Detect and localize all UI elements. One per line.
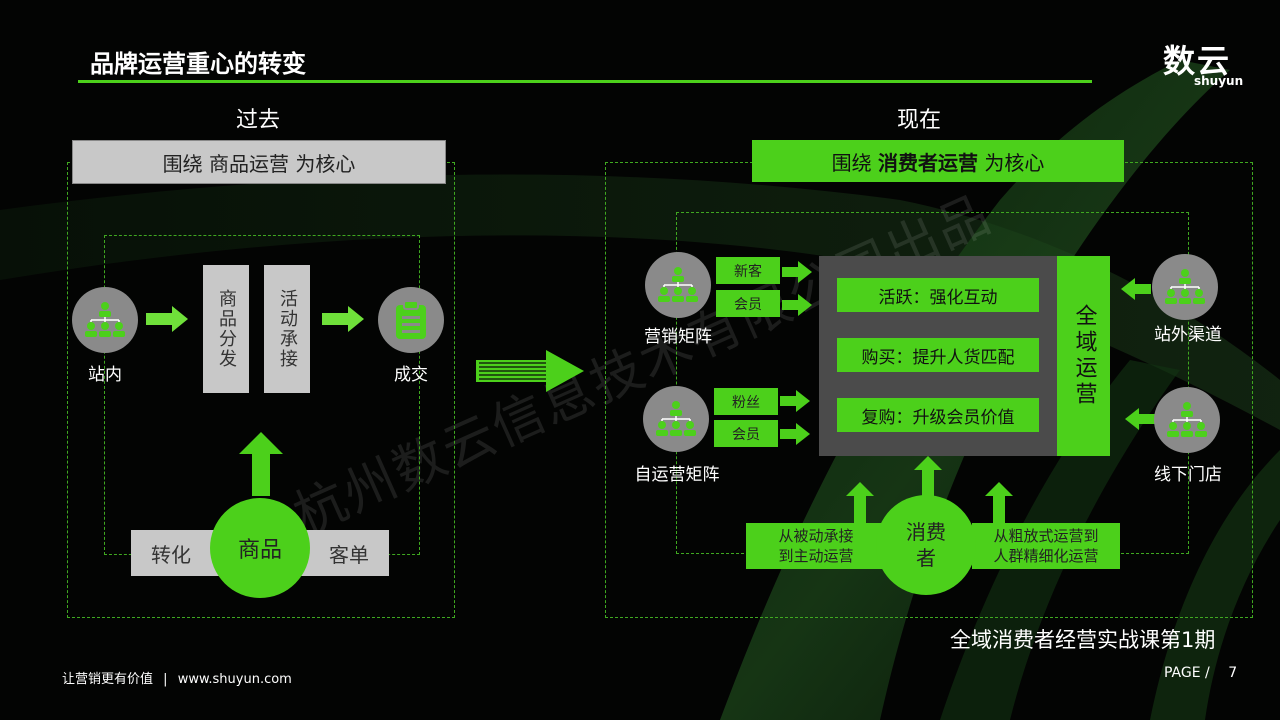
org-chart-icon [72,287,138,353]
clipboard-icon [378,287,444,353]
footer-separator: | [163,672,168,687]
offsite-channel-label: 站外渠道 [1154,325,1222,345]
title-underline [78,80,1092,83]
page-title: 品牌运营重心的转变 [90,50,306,78]
arrow-right-icon [782,294,812,316]
arrow-right-icon [782,261,812,283]
fans-tag: 粉丝 [714,388,778,415]
slogan-text: 让营销更有价值 [62,672,154,687]
past-heading: 过去 [236,108,281,133]
past-banner-bold: 商品运营 [209,151,289,176]
note-left-line1: 从被动承接 [778,527,854,545]
logo-subtext: shuyun [1194,74,1244,88]
arrow-up-icon [239,432,283,496]
arrow-left-icon [1121,278,1151,300]
logo-text: 数云 [1163,42,1232,80]
product-circle: 商品 [210,498,310,598]
core-item-purchase: 购买：提升人货匹配 [837,338,1039,372]
offline-store-label: 线下门店 [1154,465,1222,485]
page-indicator: PAGE / 7 [1164,665,1237,681]
marketing-matrix-label: 营销矩阵 [644,327,712,347]
now-banner-post: 为核心 [984,150,1045,175]
arrow-up-icon [914,456,942,500]
passive-to-active-note: 从被动承接到主动运营 [746,523,886,569]
org-chart-icon [1154,387,1220,453]
self-matrix-label: 自运营矩阵 [634,465,720,485]
activity-box: 活动承接 [264,265,310,393]
arrow-up-icon [846,482,874,524]
past-banner-pre: 围绕 [162,151,203,176]
org-chart-icon [1152,254,1218,320]
arrow-right-icon [780,390,810,412]
page-number: 7 [1228,665,1238,681]
conversion-label: 转化 [151,542,191,567]
deal-label: 成交 [394,365,428,385]
now-banner: 围绕 消费者运营 为核心 [752,140,1124,182]
now-heading: 现在 [897,108,942,133]
new-customer-tag: 新客 [716,257,780,284]
now-banner-bold: 消费者运营 [878,150,978,175]
core-item-repurchase: 复购：升级会员价值 [837,398,1039,432]
website-link[interactable]: www.shuyun.com [177,672,292,687]
past-banner: 围绕 商品运营 为核心 [72,140,446,184]
org-chart-icon [645,252,711,318]
product-distribution-box: 商品分发 [203,265,249,393]
note-right-line1: 从粗放式运营到 [993,527,1099,545]
arrow-right-icon [322,306,364,332]
omnichannel-operation: 全域运营 [1057,256,1110,456]
consumer-circle: 消费者 [876,495,976,595]
note-right-line2: 人群精细化运营 [993,547,1099,565]
note-left-line2: 到主动运营 [778,547,854,565]
order-value-label: 客单 [329,542,369,567]
page-label: PAGE / [1164,665,1210,681]
arrow-right-icon [476,350,584,392]
arrow-up-icon [985,482,1013,524]
member-tag: 会员 [714,420,778,447]
footer-slogan: 让营销更有价值 | www.shuyun.com [62,668,292,687]
past-banner-post: 为核心 [295,151,356,176]
arrow-right-icon [780,423,810,445]
arrow-right-icon [146,306,188,332]
core-item-active: 活跃：强化互动 [837,278,1039,312]
consumer-label: 消费者 [906,520,946,570]
org-chart-icon [643,386,709,452]
course-title: 全域消费者经营实战课第1期 [950,628,1216,652]
member-tag: 会员 [716,290,780,317]
now-banner-pre: 围绕 [831,150,872,175]
onsite-label: 站内 [88,365,122,385]
arrow-left-icon [1125,408,1155,430]
refined-operation-note: 从粗放式运营到人群精细化运营 [972,523,1120,569]
